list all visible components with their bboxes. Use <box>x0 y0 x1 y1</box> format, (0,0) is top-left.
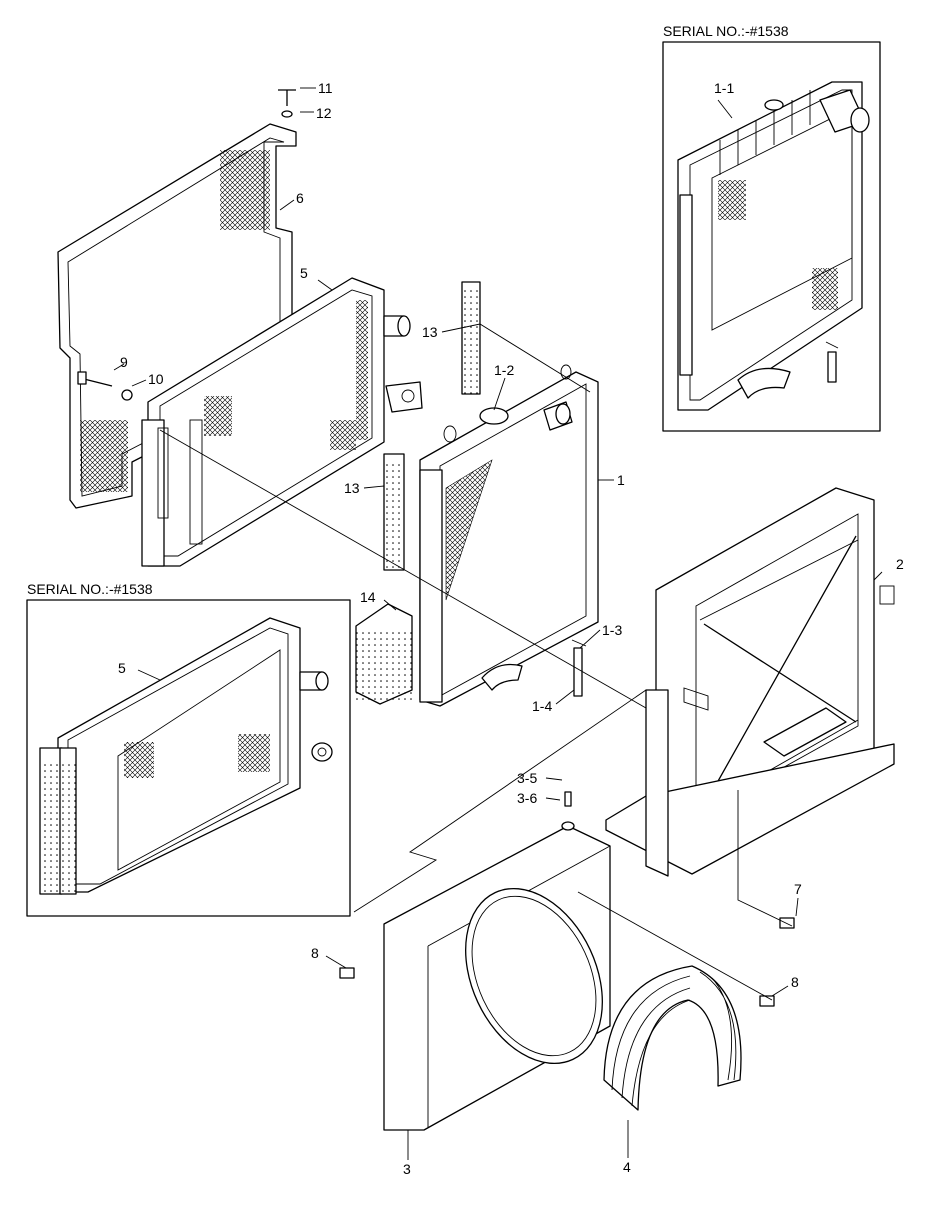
radiator-1 <box>419 364 599 707</box>
serial-note-top-text: SERIAL NO.:-#1538 <box>663 23 789 39</box>
fan-shroud-3 <box>383 825 611 1131</box>
cooler-5-alt-drawing <box>39 617 333 895</box>
callout-6: 6 <box>296 190 304 206</box>
oil-cooler-5 <box>141 277 423 567</box>
callout-1-1: 1-1 <box>714 80 734 96</box>
rubber-strip-13b <box>383 453 405 571</box>
callout-13a: 13 <box>422 324 438 340</box>
fan-guard-4 <box>603 965 742 1111</box>
callout-9: 9 <box>120 354 128 370</box>
callout-7: 7 <box>794 881 802 897</box>
leader-lines <box>113 87 883 1160</box>
callout-1-3: 1-3 <box>602 622 622 638</box>
callout-1: 1 <box>617 472 625 488</box>
callout-14: 14 <box>360 589 376 605</box>
callout-8b: 8 <box>791 974 799 990</box>
callout-3: 3 <box>403 1161 411 1177</box>
rubber-strip-13a <box>461 281 481 395</box>
radiator-1-1-drawing <box>677 81 870 411</box>
callout-2: 2 <box>896 556 904 572</box>
callout-1-2: 1-2 <box>494 362 514 378</box>
callout-1-4: 1-4 <box>532 698 552 714</box>
inset-top-right <box>662 41 881 432</box>
foam-block-14 <box>355 603 413 705</box>
callout-13b: 13 <box>344 480 360 496</box>
callout-4: 4 <box>623 1159 631 1175</box>
serial-note-left: SERIAL NO.:-#1538 <box>27 581 153 597</box>
inset-middle-left <box>26 599 351 917</box>
callout-11: 11 <box>318 80 333 96</box>
callout-5b: 5 <box>118 660 126 676</box>
shroud-frame-2 <box>605 487 895 877</box>
callout-5: 5 <box>300 265 308 281</box>
callout-10: 10 <box>148 371 164 387</box>
hardware-small-parts <box>77 89 795 1007</box>
serial-note-top: SERIAL NO.:-#1538 <box>663 23 789 39</box>
callout-3-6: 3-6 <box>517 790 537 806</box>
callout-labels: 11 12 6 5 9 10 13 13 1-2 1 1-1 1-3 1-4 2… <box>118 80 904 1177</box>
callout-12: 12 <box>316 105 332 121</box>
serial-note-left-text: SERIAL NO.:-#1538 <box>27 581 153 597</box>
callout-8a: 8 <box>311 945 319 961</box>
callout-3-5: 3-5 <box>517 770 537 786</box>
screen-frame-6 <box>57 123 297 509</box>
